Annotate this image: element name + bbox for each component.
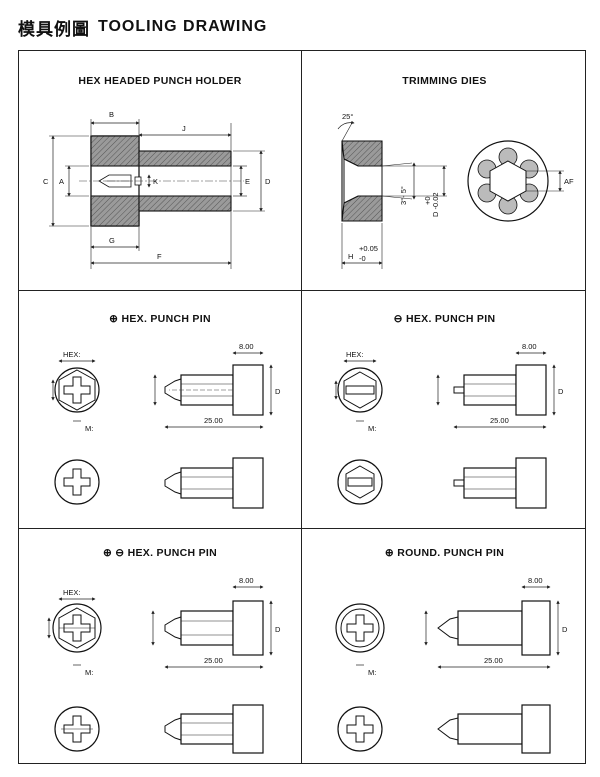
label-h-tol-minus: -0 — [359, 254, 366, 263]
row-divider-1 — [19, 290, 585, 291]
label-dim-len: 25.00 — [204, 656, 223, 665]
label-d: D — [265, 177, 271, 186]
header-title-chinese: 模具例圖 — [18, 19, 90, 40]
label-d-tol-plus: +0 — [423, 196, 432, 205]
column-divider — [301, 51, 302, 763]
label-dim-head: 8.00 — [239, 576, 254, 585]
minus-hex-pin-drawing: HEX: M: 8.00 D 25.00 — [334, 342, 564, 509]
panel-hex-punch-holder: HEX HEADED PUNCH HOLDER B J — [19, 51, 301, 290]
label-j: J — [182, 124, 186, 133]
label-m: M: — [368, 424, 376, 433]
panel-title: ⊕ ROUND. PUNCH PIN — [384, 547, 505, 559]
label-g: G — [109, 236, 115, 245]
panel-title: ⊕ ⊖ HEX. PUNCH PIN — [102, 547, 217, 559]
trimming-die-drawing: 25° 3°- 5° +0 D -0.02 +0.05 H -0 — [337, 112, 574, 269]
label-dim-len: 25.00 — [484, 656, 503, 665]
label-dim-head: 8.00 — [528, 576, 543, 585]
label-dim-len: 25.00 — [490, 416, 509, 425]
panel-round-punch-pin: ⊕ ROUND. PUNCH PIN M: 8.00 D 25.00 — [302, 529, 587, 765]
label-hex: HEX: — [63, 588, 81, 597]
panel-plusminus-hex-punch-pin: ⊕ ⊖ HEX. PUNCH PIN HEX: M: 8.00 D 25.00 — [19, 529, 301, 765]
label-dim-len: 25.00 — [204, 416, 223, 425]
row-divider-2 — [19, 528, 585, 529]
panel-trimming-dies: TRIMMING DIES 25° 3°- 5° +0 D -0.02 — [302, 51, 587, 290]
round-pin-drawing: M: 8.00 D 25.00 — [335, 576, 568, 754]
panel-minus-hex-punch-pin: ⊖ HEX. PUNCH PIN HEX: M: 8.00 D 25.00 — [302, 291, 587, 528]
label-m: M: — [85, 424, 93, 433]
hex-holder-drawing: B J C A K E D — [43, 110, 271, 269]
panel-plus-hex-punch-pin: ⊕ HEX. PUNCH PIN HEX: M: 8.00 D 25.00 — [19, 291, 301, 528]
label-d: D — [558, 387, 564, 396]
label-taper: 3°- 5° — [399, 186, 408, 205]
label-hex: HEX: — [346, 350, 364, 359]
label-angle: 25° — [342, 112, 353, 121]
label-h-tol-plus: +0.05 — [359, 244, 378, 253]
label-b: B — [109, 110, 114, 119]
page-header: 模具例圖 TOOLING DRAWING — [18, 14, 267, 40]
label-f: F — [157, 252, 162, 261]
label-dim-head: 8.00 — [522, 342, 537, 351]
header-title-english: TOOLING DRAWING — [98, 18, 268, 35]
label-hex: HEX: — [63, 350, 81, 359]
panel-title: HEX HEADED PUNCH HOLDER — [78, 75, 242, 87]
panel-title: ⊕ HEX. PUNCH PIN — [109, 313, 211, 325]
label-d-tol: D -0.02 — [431, 192, 440, 217]
label-k: K — [153, 177, 158, 186]
label-h: H — [348, 252, 353, 261]
panel-title: ⊖ HEX. PUNCH PIN — [393, 313, 496, 325]
label-d: D — [275, 387, 281, 396]
label-d: D — [275, 625, 281, 634]
label-a: A — [59, 177, 64, 186]
plusminus-hex-pin-drawing: HEX: M: 8.00 D 25.00 — [47, 576, 281, 754]
label-e: E — [245, 177, 250, 186]
label-c: C — [43, 177, 49, 186]
panel-title: TRIMMING DIES — [402, 75, 487, 87]
label-dim-head: 8.00 — [239, 342, 254, 351]
label-m: M: — [85, 668, 93, 677]
label-af: AF — [564, 177, 574, 186]
label-m: M: — [368, 668, 376, 677]
plus-hex-pin-drawing: HEX: M: 8.00 D 25.00 — [51, 342, 281, 509]
drawing-sheet: HEX HEADED PUNCH HOLDER B J — [18, 50, 586, 764]
label-d: D — [562, 625, 568, 634]
